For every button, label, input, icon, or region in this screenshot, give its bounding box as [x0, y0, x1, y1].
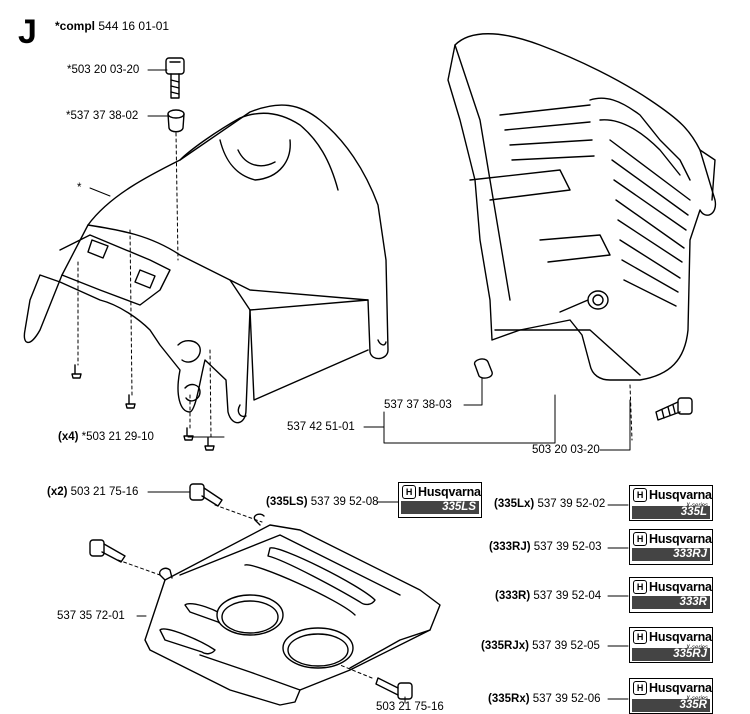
label-screw-right: 503 20 03-20	[532, 444, 600, 456]
cylinder-cover-left	[23, 104, 389, 424]
decal-part: 537 39 52-05	[532, 640, 600, 652]
label-screws-x4: (x4) *503 21 29-10	[58, 431, 154, 444]
assembly-prefix: *compl	[55, 19, 96, 33]
decal-model: 333RJ	[632, 548, 710, 561]
label-spacer-right: 537 37 38-03	[384, 399, 452, 411]
decal-model: 335RJ	[632, 648, 710, 661]
decal-model: 335L	[632, 506, 710, 519]
decal-model: 335LS	[401, 501, 479, 514]
label-screws-x4-qty: (x4)	[58, 431, 79, 443]
leader-lines	[89, 69, 631, 704]
screw-right	[655, 397, 693, 421]
spacer-top	[167, 109, 185, 133]
decal-label-333rj: (333RJ) 537 39 52-03	[489, 541, 602, 554]
guard-plate	[144, 513, 441, 706]
decal-variant: (333R)	[495, 590, 531, 602]
decal-brand: Husqvarna	[418, 485, 481, 499]
decal-part: 537 39 52-08	[310, 496, 379, 508]
decal-brand: Husqvarna	[649, 681, 712, 695]
guard-screws	[89, 483, 413, 700]
decal-label-335ls: (335LS) 537 39 52-08	[266, 496, 379, 509]
decal-part: 537 39 52-03	[533, 541, 602, 553]
decal-variant: (335RJx)	[481, 640, 529, 652]
decal-label-335rx: (335Rx) 537 39 52-06	[488, 693, 601, 706]
label-screws-x2-part: 503 21 75-16	[70, 486, 139, 498]
husqvarna-logo-icon: H	[633, 580, 647, 594]
label-screw-top: *503 20 03-20	[67, 64, 140, 76]
label-screws-x2-qty: (x2)	[47, 486, 68, 498]
assembly-part-number: 544 16 01-01	[98, 19, 170, 33]
decal-variant: (335LS)	[266, 496, 308, 508]
cylinder-cover-right	[447, 33, 717, 381]
husqvarna-logo-icon: H	[402, 485, 416, 499]
decal-model: 333R	[632, 596, 710, 609]
section-letter: J	[18, 13, 37, 51]
label-cover-right: 537 42 51-01	[287, 421, 355, 433]
label-screws-x4-part: *503 21 29-10	[81, 431, 154, 443]
husqvarna-logo-icon: H	[633, 532, 647, 546]
decal-label-335lx: (335Lx) 537 39 52-02	[494, 498, 605, 511]
label-asterisk: *	[77, 182, 82, 194]
decal-variant: (335Rx)	[488, 693, 530, 705]
label-screw-bottom: 503 21 75-16	[376, 701, 444, 713]
decal-label-335rjx: (335RJx) 537 39 52-05	[481, 640, 600, 653]
decal-part: 537 39 52-06	[532, 693, 601, 705]
decal-variant: (333RJ)	[489, 541, 531, 553]
decal-brand: Husqvarna	[649, 630, 712, 644]
spacer-right	[473, 358, 493, 379]
husqvarna-logo-icon: H	[633, 681, 647, 695]
label-spacer-top: *537 37 38-02	[66, 110, 139, 122]
decal-brand: Husqvarna	[649, 580, 712, 594]
label-guard-plate: 537 35 72-01	[57, 610, 125, 622]
assembly-header: *compl 544 16 01-01	[55, 20, 169, 33]
decal-label-333r: (333R) 537 39 52-04	[495, 590, 601, 603]
decal-variant: (335Lx)	[494, 498, 535, 510]
label-screws-x2: (x2) 503 21 75-16	[47, 486, 138, 499]
decal-part: 537 39 52-02	[537, 498, 606, 510]
decal-brand: Husqvarna	[649, 532, 712, 546]
decal-brand: Husqvarna	[649, 488, 712, 502]
husqvarna-logo-icon: H	[633, 630, 647, 644]
screws-x4	[71, 364, 215, 451]
screw-top	[165, 57, 185, 99]
decal-part: 537 39 52-04	[533, 590, 602, 602]
decal-model: 335R	[632, 699, 710, 712]
husqvarna-logo-icon: H	[633, 488, 647, 502]
